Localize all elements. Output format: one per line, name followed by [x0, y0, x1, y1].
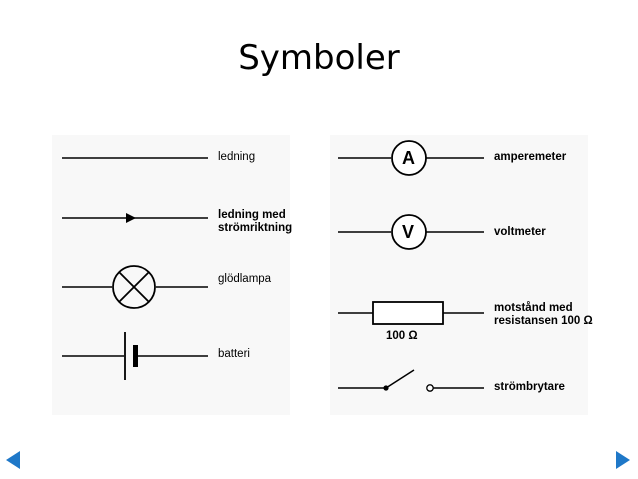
- ammeter-symbol: [338, 140, 484, 176]
- resistor-label-line2: resistansen 100 Ω: [494, 315, 593, 327]
- previous-slide-icon[interactable]: [6, 451, 20, 469]
- wire-label: ledning: [218, 151, 256, 163]
- wire-direction-label-line1: ledning med: [218, 209, 286, 221]
- voltmeter-symbol: [338, 214, 484, 250]
- next-slide-icon[interactable]: [616, 451, 630, 469]
- voltmeter-glyph: V: [402, 222, 415, 242]
- right-symbol-panel: [330, 135, 588, 415]
- battery-symbol: [62, 332, 208, 380]
- switch-symbol: [338, 369, 484, 392]
- voltmeter-label: voltmeter: [494, 226, 546, 238]
- wire-symbol: [62, 157, 208, 159]
- switch-label: strömbrytare: [494, 381, 565, 393]
- wire-direction-label-line2: strömriktning: [218, 222, 293, 234]
- wire-direction-symbol: [62, 213, 208, 223]
- left-symbol-panel: [52, 135, 290, 415]
- page-title: Symboler: [238, 38, 400, 78]
- lamp-symbol: [62, 265, 208, 309]
- battery-label: batteri: [218, 348, 250, 360]
- ammeter-label: amperemeter: [494, 151, 567, 163]
- resistor-symbol: [338, 301, 484, 325]
- ammeter-glyph: A: [402, 148, 415, 168]
- resistor-value-label: 100 Ω: [386, 330, 418, 342]
- lamp-label: glödlampa: [218, 273, 272, 285]
- resistor-label-line1: motstånd med: [494, 302, 573, 314]
